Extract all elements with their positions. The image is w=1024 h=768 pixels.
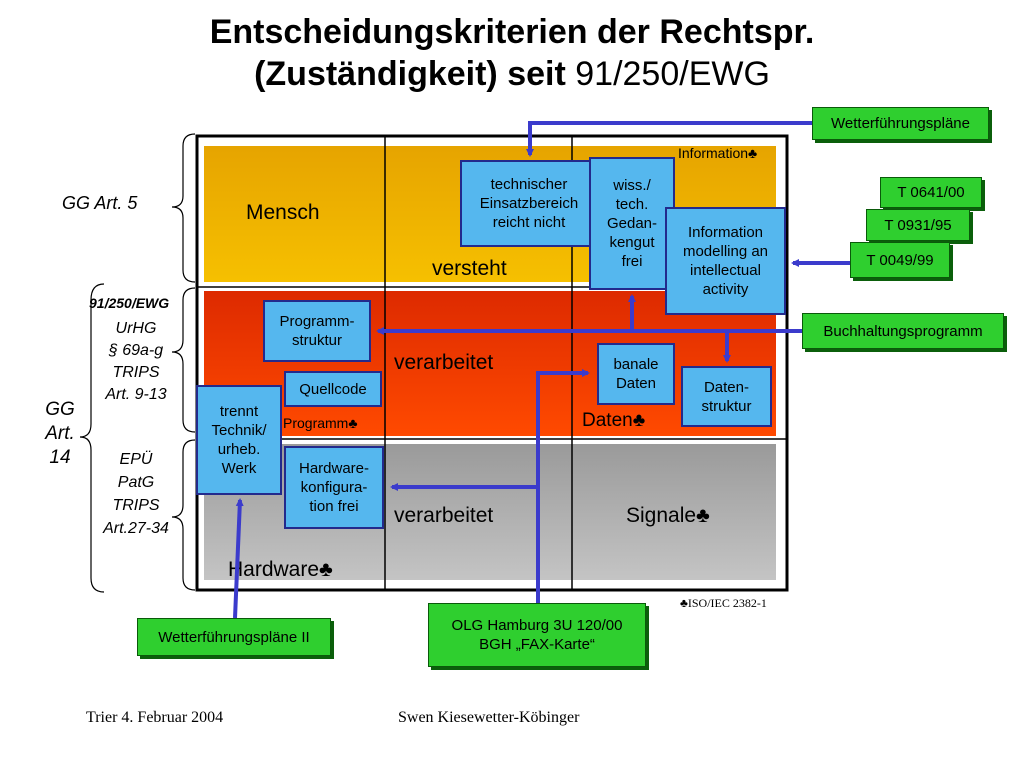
- brace-urhg: [171, 287, 196, 433]
- label-signale: Signale♣: [626, 504, 710, 527]
- brace-epu: [171, 439, 196, 591]
- label-versteht: versteht: [432, 257, 507, 280]
- label-epu-patg: EPÜ PatG TRIPS Art.27-34: [103, 451, 169, 537]
- brace-gg-art14: [79, 283, 105, 593]
- box-wetterfuehrungsplaene: Wetterführungspläne: [812, 107, 989, 140]
- label-verarbeitet-2: verarbeitet: [394, 504, 494, 527]
- label-programm: Programm♣: [283, 415, 358, 431]
- label-gg-art14: GG Art. 14: [45, 399, 75, 468]
- label-information: Information♣: [678, 145, 758, 161]
- slide-title-line2: (Zuständigkeit) seit 91/250/EWG: [0, 54, 1024, 94]
- label-verarbeitet-1: verarbeitet: [394, 351, 494, 374]
- brace-gg-art5: [171, 133, 196, 283]
- box-technischer-einsatzbereich: technischer Einsatzbereich reicht nicht: [460, 160, 598, 247]
- label-daten: Daten♣: [582, 410, 646, 431]
- label-mensch: Mensch: [246, 201, 320, 224]
- arrow-olg-to-banale: [536, 369, 590, 487]
- footer-author: Swen Kiesewetter-Köbinger: [398, 709, 580, 726]
- box-t0931-95: T 0931/95: [866, 209, 970, 241]
- title-bold-part: (Zuständigkeit) seit: [254, 55, 566, 93]
- box-wiss-tech-gedankengut: wiss./ tech. Gedan- kengut frei: [589, 157, 675, 290]
- box-programmstruktur: Programm- struktur: [263, 300, 371, 362]
- slide-title-line1: Entscheidungskriterien der Rechtspr.: [209, 13, 815, 51]
- label-urhg-trips: UrHG § 69a-g TRIPS Art. 9-13: [105, 320, 167, 403]
- label-gg-art5: GG Art. 5: [62, 193, 138, 213]
- title-normal-part: 91/250/EWG: [575, 55, 770, 93]
- box-quellcode: Quellcode: [284, 371, 382, 407]
- box-banale-daten: banale Daten: [597, 343, 675, 405]
- box-datenstruktur: Daten- struktur: [681, 366, 772, 427]
- box-buchhaltungsprogramm: Buchhaltungsprogramm: [802, 313, 1004, 349]
- box-trennt-technik: trennt Technik/ urheb. Werk: [196, 385, 282, 495]
- box-hardware-konfiguration: Hardware- konfigura- tion frei: [284, 446, 384, 529]
- box-t0641-00: T 0641/00: [880, 177, 982, 208]
- box-information-modelling: Information modelling an intellectual ac…: [665, 207, 786, 315]
- label-91-250-ewg: 91/250/EWG: [89, 295, 170, 311]
- arrow-wetter-to-technischer: [526, 121, 812, 157]
- box-olg-hamburg-bgh: OLG Hamburg 3U 120/00 BGH „FAX-Karte“: [428, 603, 646, 667]
- box-t0049-99: T 0049/99: [850, 242, 950, 278]
- iso-footnote: ♣ISO/IEC 2382-1: [680, 596, 767, 610]
- label-hardware: Hardware♣: [228, 558, 333, 581]
- arrow-wetter2-to-trennt: [233, 498, 244, 619]
- box-wetterfuehrungsplaene-ii: Wetterführungspläne II: [137, 618, 331, 656]
- footer-date: Trier 4. Februar 2004: [86, 709, 224, 726]
